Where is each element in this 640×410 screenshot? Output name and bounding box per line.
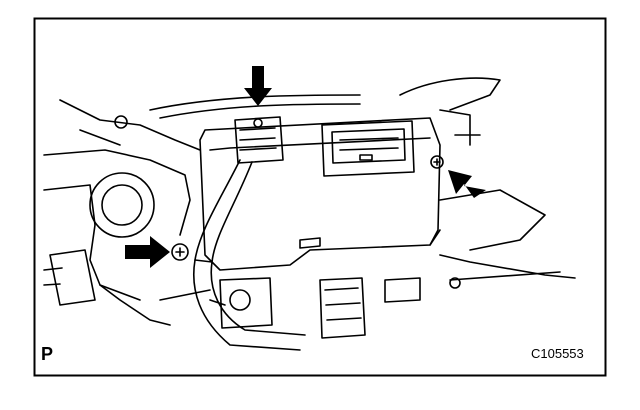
column-housing <box>43 99 211 326</box>
wire-harness <box>192 159 306 351</box>
figure-border <box>33 17 607 377</box>
corner-letter-label: P <box>41 344 54 364</box>
right-connector <box>321 120 415 177</box>
right-arrow-icon <box>125 236 170 268</box>
screw-icon <box>171 155 444 261</box>
down-arrow-icon <box>244 66 272 106</box>
figure-code-label: C105553 <box>531 346 584 361</box>
left-connector <box>234 116 284 164</box>
left-arrow-icon <box>448 170 486 198</box>
module-body <box>199 117 441 271</box>
lower-bracket <box>219 277 421 339</box>
